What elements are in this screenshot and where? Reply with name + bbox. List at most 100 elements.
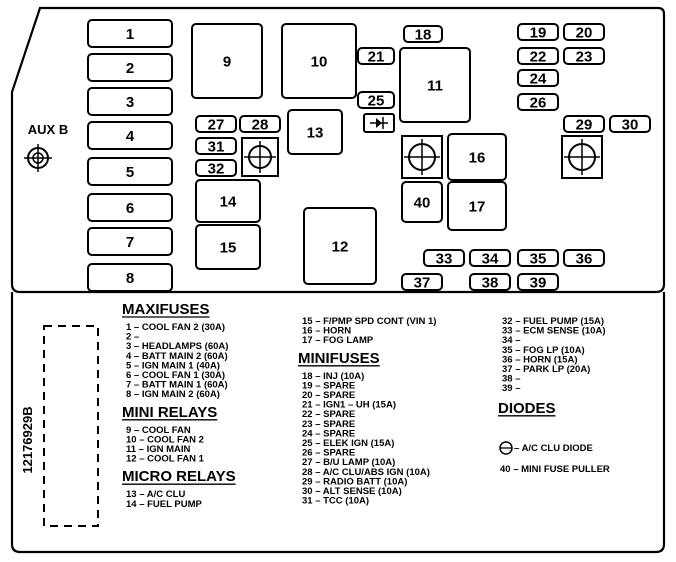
minifuse-24: 24 [517, 69, 559, 88]
minifuse-39: 39 [517, 273, 559, 292]
legend-line: 27 – B/U LAMP (10A) [302, 457, 395, 468]
legend-line: 14 – FUEL PUMP [126, 499, 203, 510]
relay-10-label: 10 [311, 54, 328, 71]
legend-line: 22 – SPARE [302, 409, 355, 420]
legend-line: 17 – FOG LAMP [302, 335, 374, 346]
diode-legend-icon [499, 441, 513, 455]
legend-line: 37 – PARK LP (20A) [502, 364, 590, 375]
minifuse-29-label: 29 [576, 117, 593, 134]
legend-line: 40 – MINI FUSE PULLER [500, 464, 610, 475]
minifuse-25: 25 [357, 91, 395, 110]
maxifuse-3-label: 3 [126, 94, 134, 111]
legend-line: 7 – BATT MAIN 1 (60A) [126, 380, 228, 391]
legend-line: 36 – HORN (15A) [502, 354, 578, 365]
minifuse-22: 22 [517, 47, 559, 66]
legend-line: 19 – SPARE [302, 380, 355, 391]
relay-15-label: 15 [220, 240, 237, 257]
minifuse-38-label: 38 [482, 275, 499, 292]
relay-16: 16 [447, 133, 507, 181]
legend-line: 38 – [502, 374, 521, 385]
relay-13: 13 [287, 109, 343, 155]
minifuse-24-label: 24 [530, 71, 547, 88]
maxifuse-7: 7 [87, 227, 173, 256]
legend-line: 8 – IGN MAIN 2 (60A) [126, 389, 220, 400]
relay-12: 12 [303, 207, 377, 285]
minifuse-38: 38 [469, 273, 511, 292]
minifuse-36: 36 [563, 249, 605, 268]
minifuse-33-label: 33 [436, 251, 453, 268]
part-number: 12176929B [20, 406, 35, 473]
minifuse-26-label: 26 [530, 95, 547, 112]
minifuse-34-label: 34 [482, 251, 499, 268]
relay-11-label: 11 [427, 78, 443, 95]
minifuse-21-label: 21 [368, 49, 385, 66]
minifuse-22-label: 22 [530, 49, 547, 66]
legend-line: 12 – COOL FAN 1 [126, 454, 205, 465]
legend-line: 21 – IGN1 – UH (15A) [302, 400, 396, 411]
legend-heading: MINIFUSES [298, 350, 380, 367]
minifuse-37: 37 [401, 273, 443, 292]
minifuse-19-label: 19 [530, 25, 547, 42]
legend-line: 23 – SPARE [302, 419, 355, 430]
legend-line: 30 – ALT SENSE (10A) [302, 486, 402, 497]
legend-line: 29 – RADIO BATT (10A) [302, 476, 407, 487]
minifuse-23-label: 23 [576, 49, 593, 66]
relay-11: 11 [399, 47, 471, 123]
legend-line: 13 – A/C CLU [126, 489, 185, 500]
minifuse-20-label: 20 [576, 25, 593, 42]
legend-line: 11 – IGN MAIN [126, 444, 191, 455]
relay-17-label: 17 [469, 199, 486, 216]
legend-line: 1 – COOL FAN 2 (30A) [126, 322, 225, 333]
minifuse-27: 27 [195, 115, 237, 134]
maxifuse-6: 6 [87, 193, 173, 222]
minifuse-37-label: 37 [414, 275, 431, 292]
legend-line: 28 – A/C CLU/ABS IGN (10A) [302, 467, 430, 478]
relay-10: 10 [281, 23, 357, 99]
maxifuse-4-label: 4 [126, 128, 135, 145]
maxifuse-3: 3 [87, 87, 173, 116]
maxifuse-5-label: 5 [126, 164, 134, 181]
legend-line: 18 – INJ (10A) [302, 371, 364, 382]
minifuse-20: 20 [563, 23, 605, 42]
minifuse-39-label: 39 [530, 275, 547, 292]
minifuse-28-label: 28 [252, 117, 269, 134]
legend-line: 16 – HORN [302, 326, 351, 337]
legend-line: 32 – FUEL PUMP (15A) [502, 316, 604, 327]
relay-16-label: 16 [469, 150, 486, 167]
aux-b-connector: AUX B [24, 122, 68, 172]
legend-line: 5 – IGN MAIN 1 (40A) [126, 360, 220, 371]
relay-17: 17 [447, 181, 507, 231]
relay-14-label: 14 [220, 194, 237, 211]
legend-panel-outline [10, 292, 666, 554]
maxifuse-2-label: 2 [126, 60, 134, 77]
legend-line: 9 – COOL FAN [126, 425, 191, 436]
maxifuse-8-label: 8 [126, 270, 134, 287]
legend-line: – A/C CLU DIODE [514, 443, 593, 454]
legend-line: 35 – FOG LP (10A) [502, 345, 585, 356]
minifuse-32-label: 32 [208, 161, 225, 178]
minifuse-29: 29 [563, 115, 605, 134]
legend-line: 24 – SPARE [302, 428, 355, 439]
stud-terminal-2 [401, 135, 443, 179]
legend-heading: MAXIFUSES [122, 301, 210, 318]
maxifuse-2: 2 [87, 53, 173, 82]
minifuse-18: 18 [403, 25, 443, 44]
minifuse-35-label: 35 [530, 251, 547, 268]
relay-40: 40 [401, 181, 443, 223]
minifuse-31-label: 31 [208, 139, 225, 156]
stud-terminal-3 [561, 135, 603, 179]
legend-line: 39 – [502, 383, 521, 394]
legend-line: 25 – ELEK IGN (15A) [302, 438, 394, 449]
legend-line: 6 – COOL FAN 1 (30A) [126, 370, 225, 381]
legend-line: 2 – [126, 332, 139, 343]
diode-socket [363, 113, 395, 133]
legend-column-3: 32 – FUEL PUMP (15A)33 – ECM SENSE (10A)… [498, 316, 610, 475]
relay-13-label: 13 [307, 125, 324, 142]
minifuse-35: 35 [517, 249, 559, 268]
legend-line: 4 – BATT MAIN 2 (60A) [126, 351, 228, 362]
legend-line: 33 – ECM SENSE (10A) [502, 326, 605, 337]
legend-line: 15 – F/PMP SPD CONT (VIN 1) [302, 316, 436, 327]
